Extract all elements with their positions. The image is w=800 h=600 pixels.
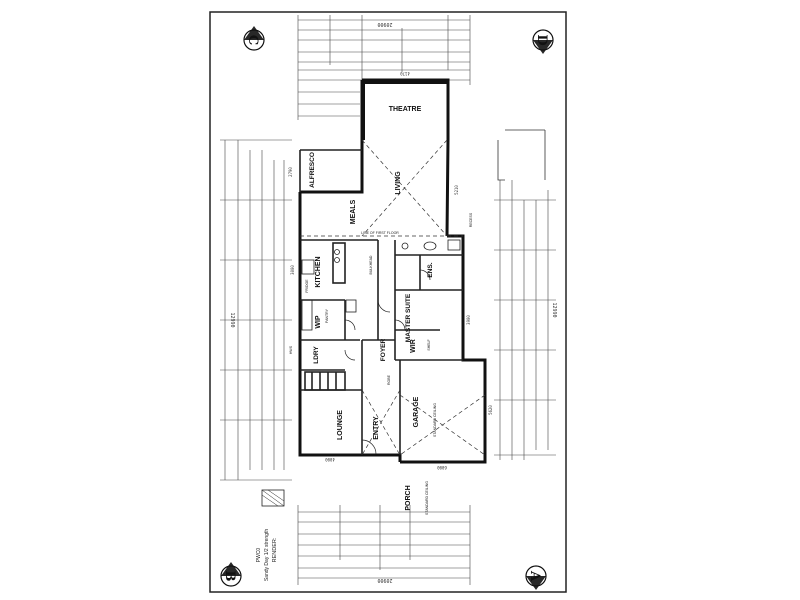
room-wir: WIR: [410, 339, 417, 353]
external-walls: [298, 78, 487, 464]
dim-left-overall: 12990: [229, 312, 235, 327]
room-ens: ENS.: [427, 262, 434, 277]
dim-living-depth: 5210: [454, 185, 459, 195]
room-master-suite: MASTER SUITE: [405, 293, 412, 342]
note-recess: RECESS: [469, 212, 473, 227]
theatre-wall-band: [363, 80, 447, 84]
legend-line-1: Sandy Day 1/2 strength: [264, 529, 270, 581]
ensuite-fixtures: [401, 239, 461, 251]
top-dimension-strings: [297, 15, 471, 120]
door-swings: [344, 269, 431, 455]
theatre-wall-left: [362, 80, 365, 140]
dim-garage-depth: 5620: [488, 405, 493, 415]
dim-theatre-width: 4170: [400, 71, 410, 76]
note-pantry: PANTRY: [325, 308, 329, 323]
elevation-marker-b: B: [220, 562, 242, 587]
note-fridge: FRIDGE: [305, 279, 309, 293]
room-wip: WIP: [315, 315, 322, 329]
elevation-marker-a: A: [525, 565, 547, 590]
dim-lounge-width: 4000: [325, 457, 335, 462]
room-living: LIVING: [395, 171, 402, 195]
note-shelf: SHELF: [427, 339, 431, 350]
dim-master-width: 3900: [466, 315, 471, 325]
room-lounge: LOUNGE: [337, 410, 344, 440]
marker-c-letter: C: [245, 35, 260, 45]
bottom-dimension-strings: [297, 505, 471, 585]
note-robe: ROBE: [387, 374, 391, 385]
room-kitchen: KITCHEN: [315, 256, 322, 287]
room-meals: MEALS: [350, 199, 357, 224]
room-ldry: LDRY: [313, 346, 320, 364]
room-foyer: FOYER: [380, 339, 387, 362]
right-dimension-strings: [494, 180, 556, 460]
dim-garage-width: 6000: [437, 465, 447, 470]
room-garage: GARAGE: [413, 396, 420, 427]
elevation-marker-d: D: [532, 29, 554, 54]
render-legend: RENDER: Sandy Day 1/2 strength PWC0: [256, 489, 285, 581]
dim-right-overall: 12990: [551, 302, 557, 317]
note-bulkhead: BULKHEAD: [369, 255, 373, 274]
left-dimension-strings: [220, 139, 292, 481]
kitchen-fixtures: [301, 249, 357, 331]
legend-title: RENDER:: [272, 537, 278, 562]
room-porch: PORCH: [405, 485, 412, 510]
note-hws: HWS: [289, 345, 293, 354]
drawing-border: [209, 11, 567, 593]
note-garage-ceiling: STANDARD CEILING: [433, 403, 437, 437]
note-porch-ceiling: STANDARD CEILING: [425, 481, 429, 515]
room-alfresco: ALFRESCO: [309, 152, 316, 188]
dim-alfresco-width: 2790: [288, 167, 293, 177]
marker-a-letter: A: [527, 570, 542, 582]
dim-kitchen-depth: 3000: [290, 265, 295, 275]
room-theatre: THEATRE: [389, 106, 422, 113]
marker-d-letter: D: [534, 34, 549, 45]
site-boundary-lines: [497, 129, 546, 181]
dashed-lines: [300, 139, 486, 456]
internal-walls: [299, 149, 463, 455]
elevation-marker-c: C: [243, 26, 265, 51]
room-entry: ENTRY: [373, 416, 380, 440]
note-line-of-first-floor: LINE OF FIRST FLOOR: [361, 231, 399, 235]
dim-bottom-overall: 20900: [377, 577, 392, 583]
marker-b-letter: B: [222, 571, 237, 582]
legend-line-2: PWC0: [256, 548, 262, 563]
dim-top-overall: 20900: [377, 21, 392, 27]
